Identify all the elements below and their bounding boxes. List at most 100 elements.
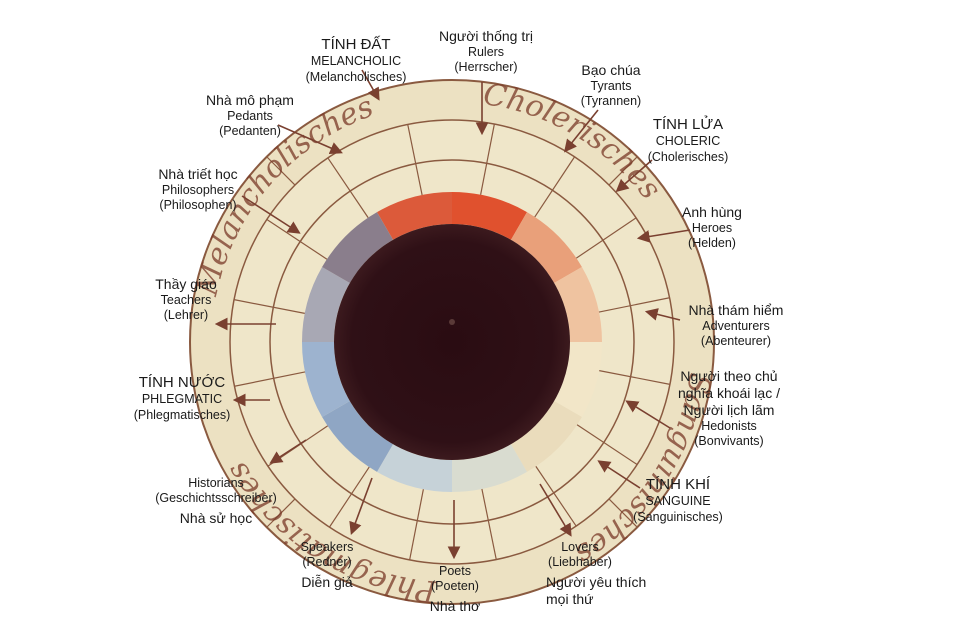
label-en: Speakers [300, 540, 354, 554]
label-en: Poets [439, 564, 471, 578]
quadrant-divider [266, 156, 296, 186]
segment-divider [328, 466, 370, 528]
segment-divider [481, 488, 497, 560]
label-de: (Phlegmatisches) [133, 407, 231, 422]
band-segment [377, 444, 452, 492]
label-en: Adventurers [702, 319, 770, 334]
segment-divider [233, 299, 305, 314]
label-vi: Người yêu thích [546, 573, 647, 590]
label-de: (Pedanten) [219, 124, 281, 139]
arrow-philosophers [241, 195, 301, 234]
arrow-pedants [277, 124, 343, 155]
band-segment [452, 192, 527, 240]
band-segment [554, 342, 602, 417]
segment-divider [266, 218, 328, 260]
label-pedants: Nhà mô phạm Pedants (Pedanten) [190, 92, 310, 140]
band-segment [322, 212, 393, 283]
label-en: Pedants [227, 109, 273, 124]
label-vi: nghĩa khoái lạc / [678, 385, 780, 402]
label-vi: Thầy giáo [155, 276, 217, 292]
label-vi: mọi thứ [546, 590, 594, 607]
label-vi: TÍNH LỬA [652, 116, 724, 133]
label-de: (Poeten) [431, 579, 479, 594]
label-de: (Philosophen) [159, 198, 237, 213]
label-choleric: TÍNH LỬA CHOLERIC (Cholerisches) [628, 116, 748, 165]
label-de: (Sanguinisches) [633, 509, 723, 524]
segment-divider [234, 371, 306, 387]
band-segment [322, 401, 393, 472]
label-de: (Liebhaber) [548, 555, 612, 570]
label-de: (Herrscher) [454, 60, 518, 75]
label-vi: Bạo chúa [581, 62, 641, 78]
quadrant-divider [608, 156, 638, 186]
label-hedonists: Người theo chủ nghĩa khoái lạc / Người l… [664, 368, 794, 450]
label-de: (Tyrannen) [580, 94, 642, 109]
color-band [302, 192, 602, 492]
arrow-choleric [615, 159, 653, 193]
label-de: (Cholerisches) [647, 149, 729, 164]
label-speakers: Speakers (Redner) Diễn giả [282, 540, 372, 591]
pointer-arrows [214, 69, 691, 560]
arrow-adventurers [644, 308, 681, 321]
label-tyrants: Bạo chúa Tyrants (Tyrannen) [556, 62, 666, 110]
segment-divider [576, 217, 637, 259]
segment-divider [327, 157, 369, 218]
label-vi: TÍNH NƯỚC [138, 374, 226, 391]
arrow-melancholic [361, 69, 380, 101]
segment-divider [535, 466, 577, 527]
label-en: CHOLERIC [655, 134, 721, 149]
label-vi: Người thống trị [438, 28, 534, 44]
label-vi: Nhà sử học [179, 509, 253, 526]
label-vi: Người lịch lãm [683, 402, 775, 419]
arrow-hedonists [625, 400, 671, 429]
segment-divider [599, 370, 671, 385]
label-de: (Bonvivants) [694, 434, 764, 449]
label-heroes: Anh hùng Heroes (Helden) [662, 204, 762, 252]
label-rulers: Người thống trị Rulers (Herrscher) [416, 28, 556, 76]
label-en: Teachers [160, 293, 212, 308]
label-vi: Nhà thơ [429, 597, 481, 614]
segment-divider [534, 156, 576, 218]
label-phlegmatic: TÍNH NƯỚC PHLEGMATIC (Phlegmatisches) [122, 374, 242, 423]
core-spot [449, 319, 455, 325]
label-en: Hedonists [701, 419, 757, 434]
label-en: MELANCHOLIC [310, 54, 402, 69]
segment-divider [576, 424, 638, 466]
label-melancholic: TÍNH ĐẤT MELANCHOLIC (Melancholisches) [276, 36, 436, 85]
arrow-lovers [539, 483, 572, 537]
label-en: Rulers [467, 45, 505, 60]
band-segment [377, 192, 452, 240]
label-vi: Nhà mô phạm [206, 92, 294, 108]
arrow-speakers [349, 477, 373, 536]
band-segment [302, 342, 350, 417]
label-poets: Poets (Poeten) Nhà thơ [410, 564, 500, 615]
label-vi: Diễn giả [301, 573, 353, 590]
label-adventurers: Nhà thám hiểm Adventurers (Abenteurer) [676, 302, 796, 350]
band-segment [511, 212, 582, 283]
label-de: (Lehrer) [163, 308, 209, 323]
band-segment [452, 444, 527, 492]
arrow-heroes [636, 229, 691, 243]
label-vi: Nhà triết học [158, 166, 238, 182]
band-segment [554, 267, 602, 342]
label-lovers: Lovers (Liebhaber) Người yêu thích mọi t… [530, 540, 647, 608]
label-sanguine: TÍNH KHÍ SANGUINE (Sanguinisches) [618, 476, 738, 525]
segment-divider [598, 297, 670, 313]
label-en: Philosophers [161, 183, 235, 198]
arrow-sanguine [597, 460, 641, 489]
label-teachers: Thầy giáo Teachers (Lehrer) [136, 276, 236, 324]
label-vi: TÍNH ĐẤT [321, 36, 391, 53]
label-vi: Nhà thám hiểm [688, 302, 784, 318]
label-historians: Historians (Geschichtsschreiber) Nhà sử … [146, 476, 286, 527]
label-en: PHLEGMATIC [141, 392, 223, 407]
label-de: (Helden) [688, 236, 736, 251]
label-de: (Abenteurer) [700, 334, 772, 349]
segment-divider [409, 489, 424, 561]
label-vi: Anh hùng [682, 204, 742, 220]
arrow-tyrants [564, 109, 599, 153]
band-segment [511, 401, 582, 472]
label-vi: Người theo chủ [680, 368, 778, 384]
label-de: (Redner) [302, 555, 352, 570]
label-vi: TÍNH KHÍ [645, 476, 711, 493]
label-en: Tyrants [590, 79, 632, 94]
